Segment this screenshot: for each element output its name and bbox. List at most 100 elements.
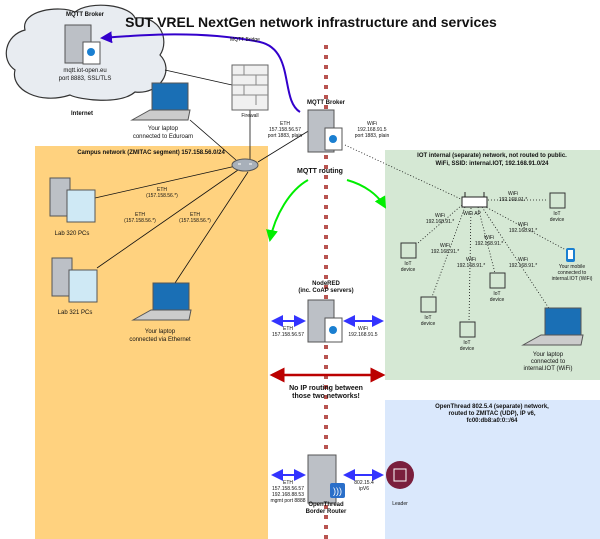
wifi-addr: 192.168.91.* (508, 228, 538, 234)
cloud-server-icon (64, 24, 101, 65)
laptop-ethernet-label-2: connected via Ethernet (129, 337, 191, 343)
iot-device-label-1: IoT (493, 291, 501, 297)
openthread-network-zone (385, 400, 600, 539)
nodered-title-2: (inc. CoAP servers) (298, 288, 354, 295)
iot-device-label-1: IoT (404, 261, 412, 267)
cloud-broker-title: MQTT Broker (65, 12, 105, 18)
no-routing-label-1: No IP routing between (289, 385, 363, 392)
laptop-iot-label-3: internal.IOT (WiFi) (523, 366, 573, 373)
broker-eth-ip: 157.158.56.57 (269, 127, 301, 133)
eth-label: ETH (157, 187, 167, 193)
thread-title-1: OpenThread 802.5.4 (separate) network, (435, 404, 549, 410)
mobile-label-3: internal.IOT (WiFi) (551, 276, 593, 282)
broker-eth: ETH (280, 121, 290, 127)
mobile-label-2: connected to (557, 270, 587, 276)
thread-title-3: fc00:db8:a0:0::/64 (466, 418, 518, 425)
wifi-label: WiFi (518, 257, 528, 263)
eth-addr: (157.158.56.*) (146, 193, 178, 199)
broker-eth-port: port 1883, plain (267, 133, 303, 139)
router-icon (231, 158, 259, 172)
wifi-ap-label: WiFi AP (463, 211, 481, 217)
svg-text:))): ))) (333, 486, 342, 496)
wifi-addr: 192.168.91.* (474, 241, 504, 247)
nodered-title: NodeRED(inc. CoAP servers) (298, 281, 353, 295)
nodered-eth-ip: 157.158.56.57 (272, 332, 304, 338)
wifi-links (344, 144, 567, 326)
laptop-eduroam-icon (130, 82, 191, 121)
wifi-label: WiFi (484, 235, 494, 241)
lab321-label: Lab 321 PCs (57, 310, 93, 316)
iot-device-label-2: device (420, 321, 436, 327)
wifi-addr: 192.168.91.* (425, 219, 455, 225)
no-routing-label-2: those two networks! (292, 393, 360, 401)
mqtt-routing-arrow-campus (266, 179, 309, 242)
leader-node-icon (386, 461, 414, 489)
page-title: SUT VREL NextGen network infrastructure … (125, 14, 497, 30)
iot-device-label-2: device (549, 217, 565, 223)
router-mgmt-ip: 192.168.88.53 (272, 492, 304, 498)
ethernet-links (94, 69, 311, 284)
broker-wifi-ip: 192.168.91.5 (357, 127, 387, 133)
mqtt-bridge-label: MQTT Bridge (230, 37, 260, 43)
nodered-server-icon (307, 299, 343, 343)
border-router-title-2: Border Router (305, 509, 347, 516)
broker-wifi: WiFi (367, 121, 377, 127)
wifi-label: WiFi (466, 257, 476, 263)
thread-title-2: routed to ZMITAC (UDP), IP v6, (448, 411, 536, 418)
lab321-pc-icon (51, 257, 98, 303)
iot-chip-icons (400, 192, 566, 338)
eth-label: ETH (135, 212, 145, 218)
iot-device-label-2: device (400, 267, 416, 273)
laptop-eduroam-label-2: connected to Eduroam (132, 134, 194, 140)
mqtt-broker-server-icon (307, 109, 343, 153)
eth-addr: (157.158.56.*) (124, 218, 156, 224)
broker-title: MQTT Broker (306, 100, 346, 106)
router-eth-ip: 157.158.56.57 (272, 486, 304, 492)
nodered-wifi: WiFi (357, 326, 368, 332)
border-router-server-icon: ))) (307, 454, 345, 504)
iot-device-label-1: IoT (553, 211, 561, 217)
link-arrows (271, 315, 384, 481)
iot-title-2: WiFi, SSID: internal.IOT, 192.168.91.0/2… (435, 161, 549, 167)
mqtt-routing-arrow-iot (346, 179, 387, 209)
iot-device-label-1: IoT (424, 315, 432, 321)
iot-device-label-2: device (459, 346, 475, 352)
wifi-addr: 192.168.91.* (498, 197, 528, 203)
iot-title-1: IOT internal (separate) network, not rou… (417, 153, 567, 159)
iot-device-label-2: device (489, 297, 505, 303)
laptop-iot-label-1: Your laptop (532, 352, 564, 358)
laptop-iot-label-2: connected to (530, 359, 566, 366)
cloud-broker-host: mqtt.iot-open.eu (63, 68, 107, 74)
wifi-addr: 192.168.91.* (430, 249, 460, 255)
laptop-ethernet-label-1: Your laptop (144, 329, 176, 335)
iot-device-label-1: IoT (463, 340, 471, 346)
border-router-title-1: OpenThread (308, 502, 344, 508)
internet-label: Internet (70, 111, 94, 117)
laptop-iot-icon (521, 307, 584, 346)
wifi-label: WiFi (435, 213, 445, 219)
radio-proto: ipV6 (358, 486, 369, 492)
wifi-label: WiFi (440, 243, 450, 249)
laptop-eduroam-label-1: Your laptop (147, 126, 179, 132)
cloud-broker-port: port 8883, SSL/TLS (58, 76, 112, 82)
lab320-pc-icon (49, 177, 96, 223)
radio-label: 802.15.4 (354, 480, 374, 486)
wifi-ap-icon (461, 192, 488, 208)
firewall-icon (231, 64, 269, 111)
wifi-addr: 192.168.91.* (456, 263, 486, 269)
eth-label: ETH (190, 212, 200, 218)
lab320-label: Lab 320 PCs (54, 231, 90, 237)
eth-addr: (157.158.56.*) (179, 218, 211, 224)
router-mgmt-port: mgmt port 8888 (270, 498, 306, 504)
nodered-eth: ETH (282, 326, 293, 332)
router-eth: ETH (283, 480, 293, 486)
leader-label: Leader (392, 501, 408, 507)
broker-wifi-port: port 1883, plain (354, 133, 390, 139)
wifi-label: WiFi (518, 222, 528, 228)
wifi-addr: 192.168.91.* (508, 263, 538, 269)
